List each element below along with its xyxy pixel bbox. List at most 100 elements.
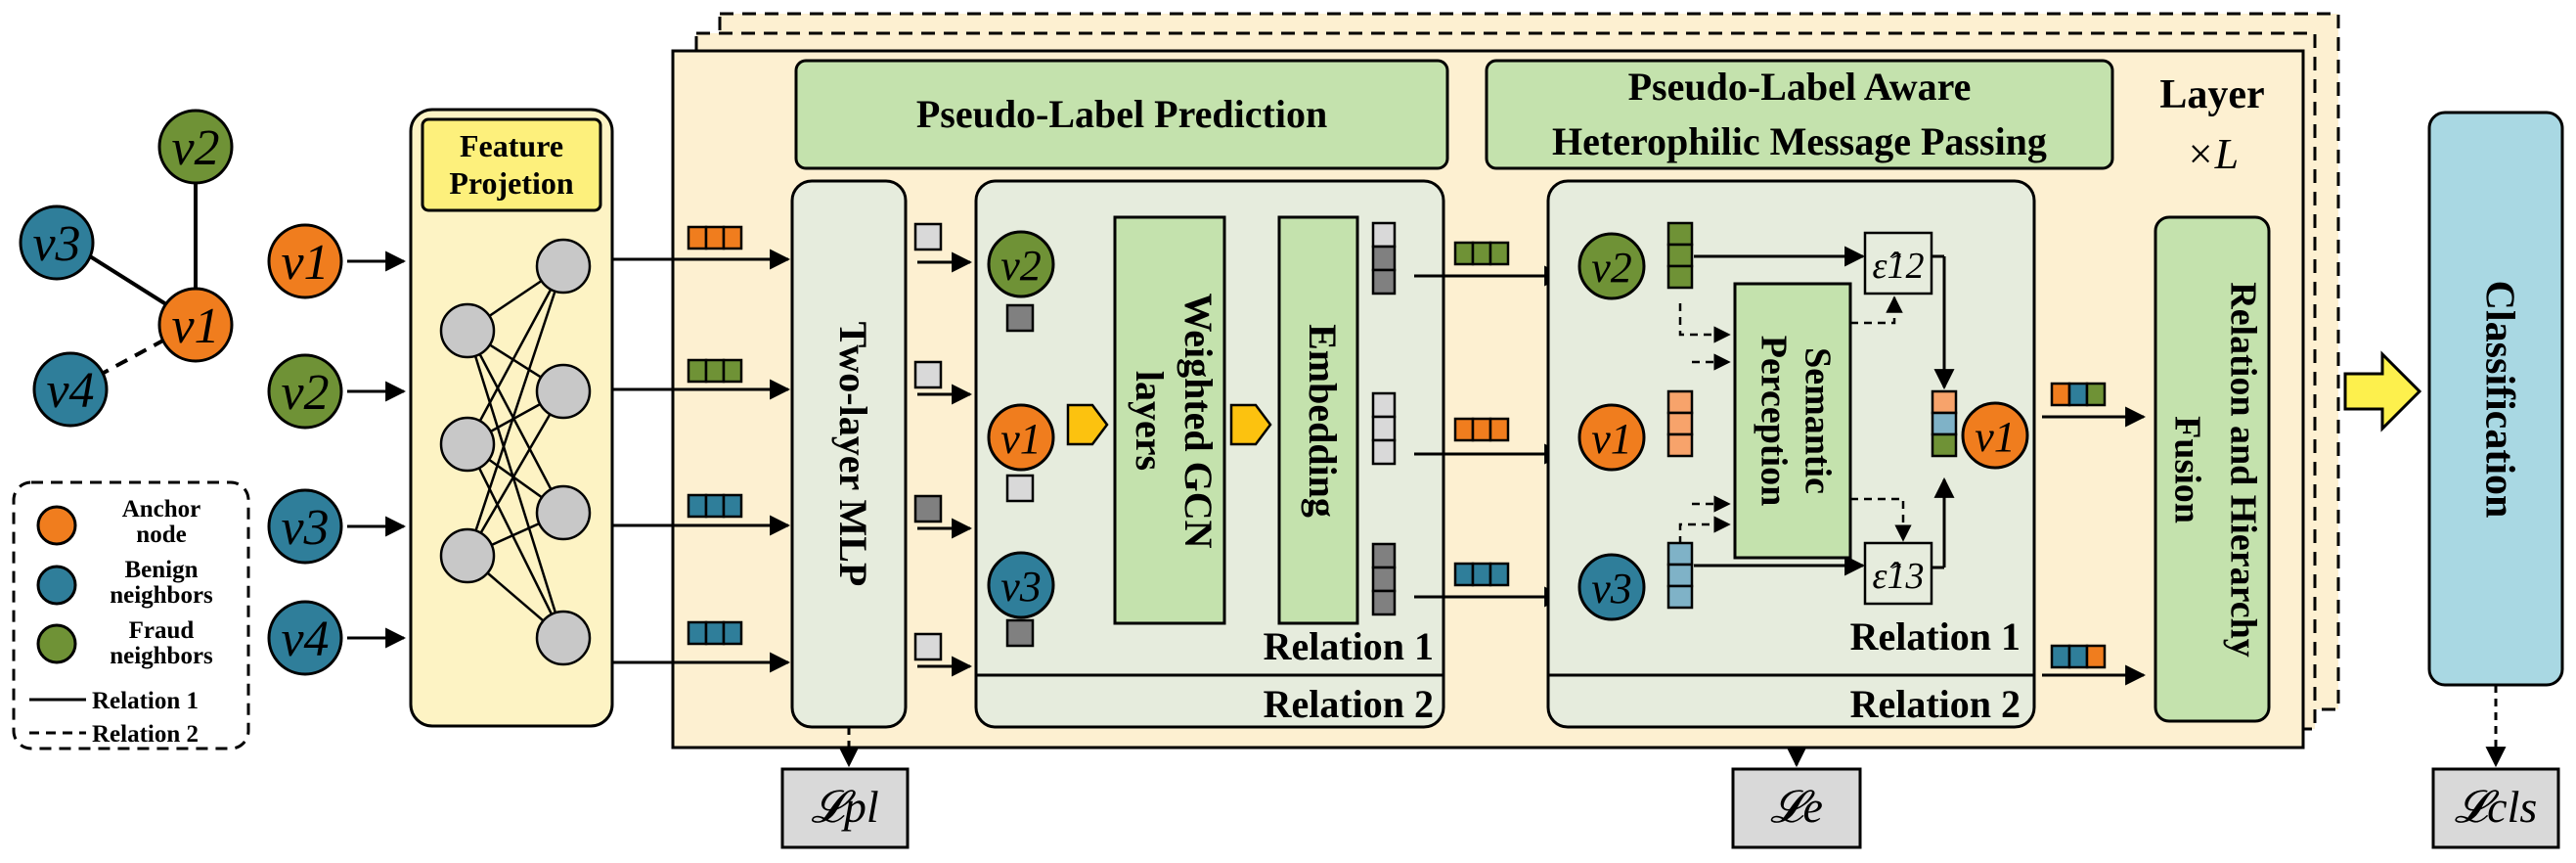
message-passing-title-2: Heterophilic Message Passing <box>1552 119 2047 163</box>
vector-v2-cell <box>704 358 726 384</box>
hmp-vec-agg-cell <box>1931 432 1958 458</box>
gcn-out-v3-cell <box>1453 562 1475 587</box>
message-passing-box <box>1485 59 2114 170</box>
vector-v3-cell <box>687 493 708 519</box>
eps13-box <box>1863 541 1933 606</box>
embedding-label: Embedding <box>1301 324 1345 518</box>
graph-node-v1-label: v1 <box>171 298 219 354</box>
legend-box <box>12 480 250 750</box>
fusion-label-2: Fusion <box>2166 416 2207 523</box>
graph-node-v4-label: v4 <box>46 363 94 419</box>
hmp-vec-v1-cell <box>1666 389 1694 415</box>
feature-projection-title: Feature <box>460 128 563 163</box>
projection-neuron <box>535 610 592 666</box>
projection-edge <box>466 390 565 557</box>
embedding-v1-cell <box>1371 391 1397 419</box>
hmp-node-v3-label: v3 <box>1591 565 1632 613</box>
hmp-vec-v2-cell <box>1666 221 1694 247</box>
loss-cls-label: 𝓛cls <box>2455 782 2538 832</box>
legend: Anchor node Benign neighbors Fraud neigh… <box>12 480 250 750</box>
pseudo-label-prediction-title: Pseudo-Label Prediction <box>916 92 1327 136</box>
hmp-module: Relation 1 Relation 2 v2 v1 v3 Semantic … <box>1546 179 2036 729</box>
fusion-in-r2-cell <box>2050 644 2071 669</box>
hmp-out-node-v1 <box>1961 401 2029 470</box>
gcn-relation1-label: Relation 1 <box>1264 624 1434 668</box>
hmp-node-v1 <box>1577 403 1646 472</box>
pseudo-labels <box>913 222 973 677</box>
gcn-output-vectors <box>1453 241 1510 587</box>
gcn-node-v1-label: v1 <box>1000 415 1042 463</box>
hmp-vec-v2-cell <box>1666 243 1694 268</box>
pseudo-label-3 <box>913 494 943 523</box>
input-node-v2-label: v2 <box>281 365 329 421</box>
hmp-node-vectors <box>1666 221 1958 610</box>
vector-v4-cell <box>704 620 726 646</box>
feature-projection: Feature Projetion <box>409 108 614 728</box>
graph-node-v2-label: v2 <box>171 120 219 176</box>
fusion-in-r2-cell <box>2067 644 2089 669</box>
input-node-v3 <box>267 488 343 565</box>
graph-node-v4 <box>32 351 109 428</box>
projection-edge <box>466 265 565 557</box>
hmp-node-v2 <box>1577 232 1646 300</box>
projection-edge <box>466 443 565 639</box>
gcn-out-v1-cell <box>1488 417 1510 442</box>
fusion-in-r1-cell <box>2085 382 2107 407</box>
vector-v1-cell <box>722 225 743 250</box>
dashed-v3-semantic <box>1678 516 1731 544</box>
vector-v4-cell <box>687 620 708 646</box>
embedding-v2-cell <box>1371 245 1397 272</box>
classification-label: Classification <box>2476 281 2521 519</box>
hmp-node-v3 <box>1577 553 1646 621</box>
projection-network <box>439 238 592 666</box>
gcn-pseudo-label-v3 <box>1005 618 1035 648</box>
fusion-in-r1-cell <box>2067 382 2089 407</box>
graph-node-v1 <box>157 287 234 363</box>
gcn-pseudo-label-v2 <box>1005 303 1035 333</box>
hmp-relation1-label: Relation 1 <box>1850 614 2021 659</box>
legend-benign-label: Benign <box>124 557 198 583</box>
arrow-chevron-icon <box>1066 403 1109 446</box>
projection-neuron <box>439 302 496 359</box>
gcn-out-v1-cell <box>1471 417 1492 442</box>
input-node-v1 <box>267 223 343 299</box>
projection-outputs <box>613 225 791 673</box>
fusion-label: Relation and Hierarchy <box>2222 282 2263 658</box>
input-graph: v2 v3 v1 v4 <box>19 109 234 428</box>
legend-anchor-label: Anchor <box>122 496 201 522</box>
loss-e-box <box>1731 767 1862 849</box>
hmp-vec-agg-cell <box>1931 389 1958 415</box>
semantic-perception-box <box>1733 282 1852 560</box>
projection-edge <box>466 330 565 639</box>
message-passing-title: Pseudo-Label Aware <box>1628 65 1972 109</box>
dashed-v2-semantic <box>1678 303 1731 343</box>
arrow-right-icon <box>2343 350 2422 432</box>
pseudo-label-1 <box>913 222 943 251</box>
projection-neuron <box>439 527 496 584</box>
input-node-v3-label: v3 <box>281 500 329 556</box>
legend-fraud-dot <box>36 623 77 664</box>
gcn-node-v2-label: v2 <box>1000 242 1042 290</box>
vector-v2-cell <box>687 358 708 384</box>
projected-feature-vectors <box>687 225 743 646</box>
fusion-box <box>2154 215 2271 723</box>
embedding-v3-cell <box>1371 566 1397 593</box>
hmp-node-v2-label: v2 <box>1591 244 1632 292</box>
input-node-v4-label: v4 <box>281 612 329 667</box>
pseudo-label-4 <box>913 632 943 661</box>
gcn-pseudo-label-v1 <box>1005 474 1035 503</box>
hmp-vec-v1-cell <box>1666 411 1694 436</box>
layer-count-label: ×L <box>2186 130 2239 178</box>
fusion-input-vectors <box>2050 382 2107 669</box>
weighted-gcn-label-2: layers <box>1128 371 1172 471</box>
dashed-semantic-eps13 <box>1850 497 1912 542</box>
embedding-vectors <box>1371 221 1397 616</box>
gcn-node-v3-label: v3 <box>1000 563 1042 611</box>
gcn-relation2-label: Relation 2 <box>1264 682 1434 726</box>
legend-fraud-label-2: neighbors <box>110 643 213 669</box>
embedding-v3-cell <box>1371 542 1397 569</box>
hmp-relation2-label: Relation 2 <box>1850 682 2021 726</box>
legend-benign-label-2: neighbors <box>110 582 213 609</box>
loss-e-label: 𝓛e <box>1770 782 1823 832</box>
fusion-in-r2-cell <box>2085 644 2107 669</box>
